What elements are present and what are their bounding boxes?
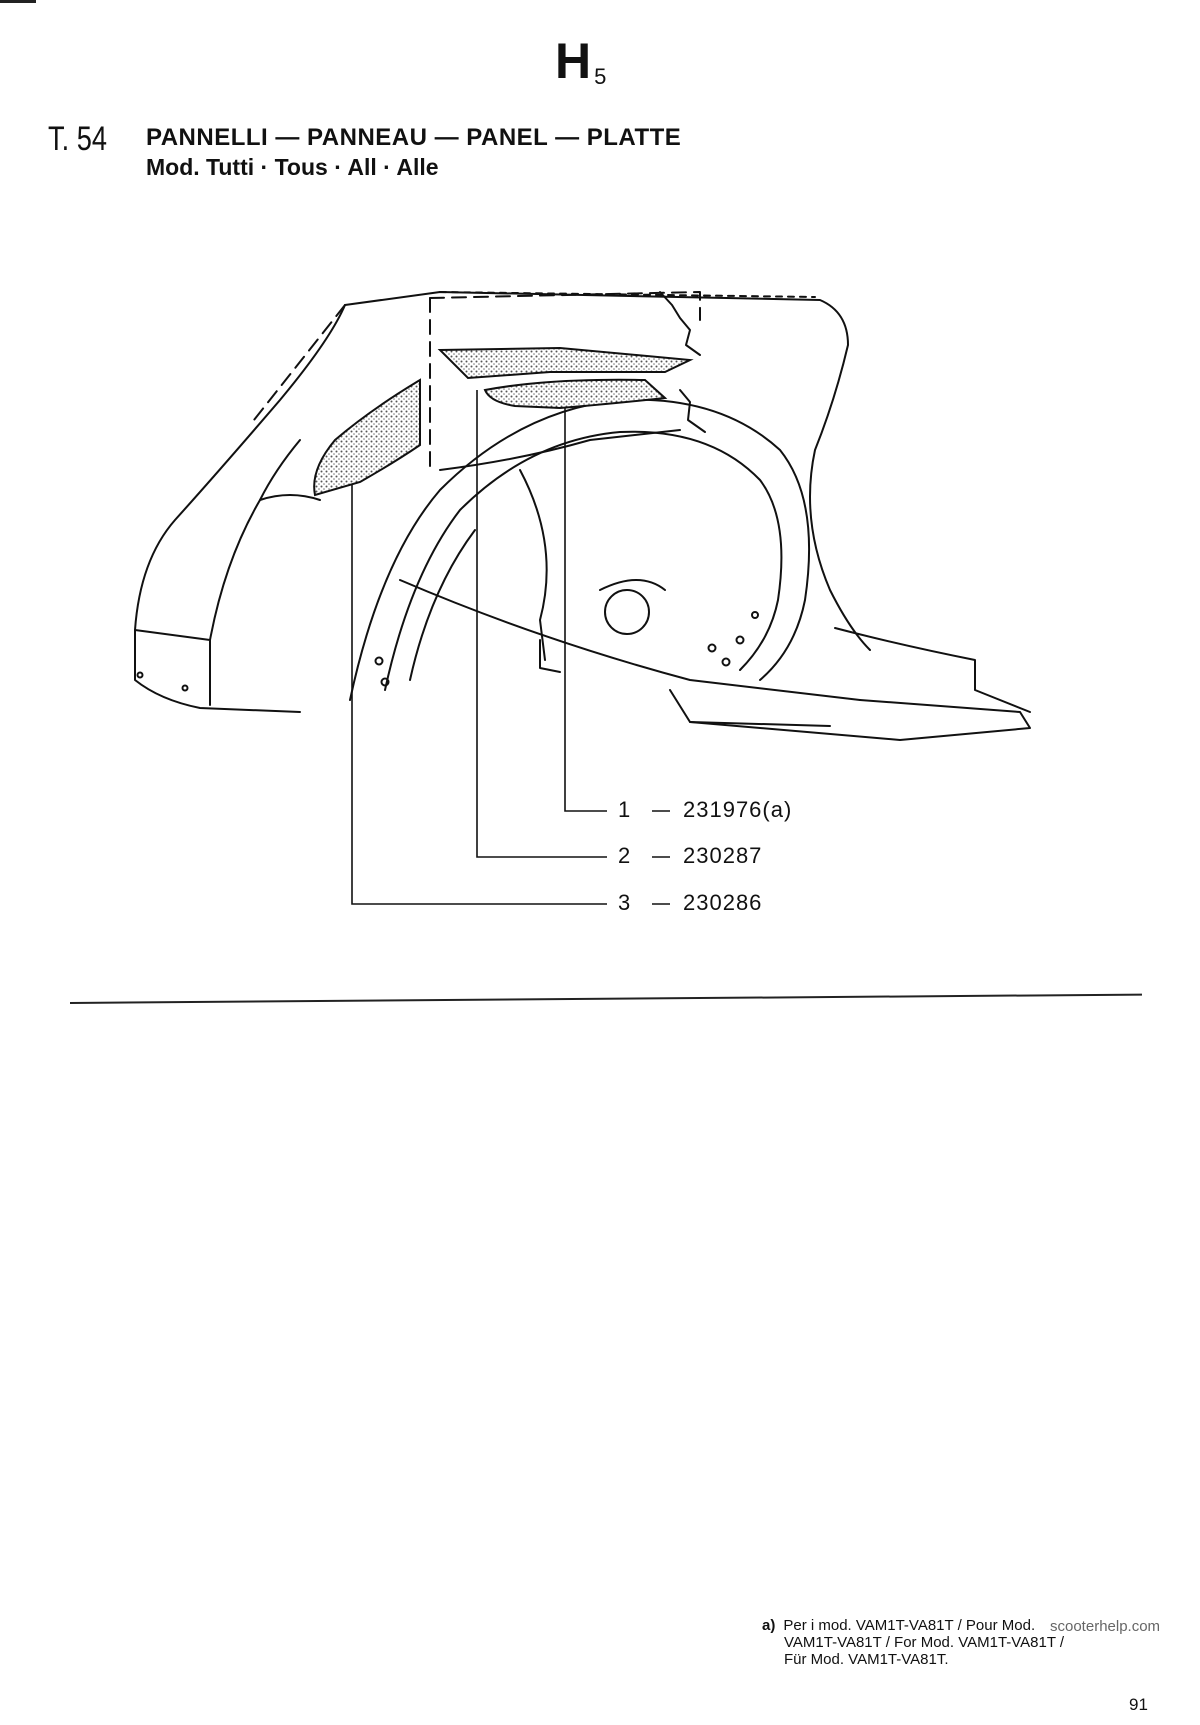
footnote-line: Für Mod. VAM1T-VA81T.	[784, 1651, 949, 1668]
tear-line	[659, 291, 701, 356]
left-panel-tear	[259, 494, 321, 501]
left-panel-curve	[209, 439, 301, 641]
hidden-edge-left	[249, 304, 346, 426]
tear-line-lower	[679, 389, 706, 433]
wheel-arch-inner	[384, 430, 783, 691]
right-flange	[834, 627, 1031, 713]
rivet	[721, 657, 731, 667]
wheel-arch-outer	[349, 398, 811, 701]
floor-tab-inner	[689, 721, 831, 727]
leader-line-3	[351, 485, 607, 905]
callout-number-3: 3	[618, 890, 632, 915]
panel-part-1	[483, 378, 668, 410]
callout-part-2: 230287	[683, 843, 763, 868]
wheel-arch-rib	[409, 529, 476, 681]
hidden-edge-top	[429, 291, 701, 321]
rivet	[735, 635, 745, 645]
floor-bracket	[539, 639, 561, 673]
inner-web	[519, 469, 548, 661]
floor-tab	[669, 689, 1031, 741]
access-hole	[604, 589, 650, 635]
rivet	[136, 671, 144, 679]
callout-number-2: 2	[618, 843, 632, 868]
panel-part-2	[437, 346, 694, 380]
rivet	[751, 611, 759, 619]
rivet	[181, 684, 189, 692]
leader-line-1	[564, 408, 607, 812]
watermark: scooterhelp.com	[1050, 1618, 1161, 1635]
callout-number-1: 1	[618, 797, 632, 822]
rivet	[380, 677, 390, 687]
panel-part-3	[313, 378, 421, 497]
footnote-label: a)	[762, 1617, 776, 1634]
rivet	[374, 656, 384, 666]
page-number: 91	[1129, 1695, 1148, 1714]
footnote: a) Per i mod. VAM1T-VA81T / Pour Mod. VAM…	[762, 1617, 1200, 1668]
hidden-edge-rim	[439, 291, 816, 298]
page-title: PANNELLI — PANNEAU — PANEL — PLATTE	[146, 124, 682, 151]
rivet	[707, 643, 717, 653]
inner-crease	[439, 429, 681, 471]
footnote-line: VAM1T-VA81T / For Mod. VAM1T-VA81T /	[784, 1634, 1065, 1651]
body-top-edge	[344, 291, 871, 651]
footnote-line: Per i mod. VAM1T-VA81T / Pour Mod.	[783, 1617, 1036, 1634]
section-code: H5	[555, 33, 608, 89]
table-number: T. 54	[48, 120, 107, 158]
body-left-edge	[134, 304, 346, 713]
page-subtitle: Mod. Tutti · Tous · All · Alle	[146, 154, 439, 180]
floor-edge	[399, 579, 861, 701]
section-subscript: 5	[594, 64, 608, 89]
scan-edge-mark	[0, 0, 36, 3]
callout-part-3: 230286	[683, 890, 763, 915]
leader-line-2	[476, 390, 607, 858]
exploded-part-diagram	[134, 291, 1031, 905]
left-panel-bottom	[134, 629, 211, 706]
hole-surround	[599, 579, 666, 591]
callout-part-1: 231976(a)	[683, 797, 793, 822]
